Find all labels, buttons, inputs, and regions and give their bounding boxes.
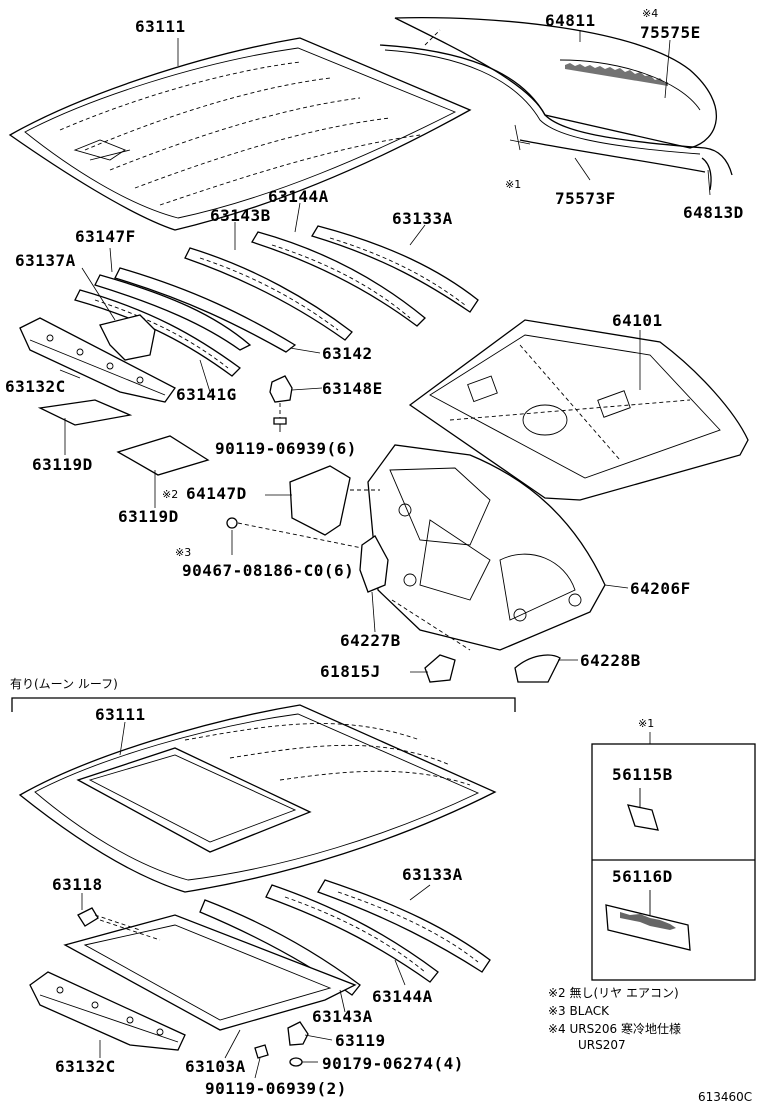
label-63119d-b: 63119D	[118, 507, 179, 526]
leader-lines-top	[59, 30, 711, 673]
label-64101: 64101	[612, 311, 663, 330]
note-4-continued: URS207	[578, 1038, 626, 1052]
emblem-box	[591, 732, 756, 981]
label-63103a: 63103A	[185, 1057, 246, 1076]
label-64206f: 64206F	[630, 579, 691, 598]
front-header-top	[19, 317, 176, 403]
label-63133a-bottom: 63133A	[402, 865, 463, 884]
bracket-63148e	[269, 375, 293, 403]
label-64813d: 64813D	[683, 203, 744, 222]
label-64228b: 64228B	[580, 651, 641, 670]
roof-bows-top	[74, 225, 479, 377]
label-63118: 63118	[52, 875, 103, 894]
label-63132c-bottom: 63132C	[55, 1057, 116, 1076]
label-64227b: 64227B	[340, 631, 401, 650]
label-63143b: 63143B	[210, 206, 271, 225]
label-63111-top: 63111	[135, 17, 186, 36]
label-64147d: 64147D	[186, 484, 247, 503]
bolt-90119-6	[273, 403, 287, 432]
sunroof-housing	[63, 914, 357, 1031]
bracket-64228b	[514, 654, 561, 683]
label-63142: 63142	[322, 344, 373, 363]
bracket-63137a	[99, 314, 156, 361]
label-63144a-top: 63144A	[268, 187, 329, 206]
label-63137a: 63137A	[15, 251, 76, 270]
nut-90179	[289, 1057, 303, 1067]
pad-63119d-a	[37, 399, 133, 426]
clip-63118	[77, 907, 99, 927]
label-63148e: 63148E	[322, 379, 383, 398]
label-63141g: 63141G	[176, 385, 237, 404]
label-note4-mark: ※4	[642, 7, 659, 20]
leader-lines-bottom	[81, 721, 431, 1079]
label-75573f: 75573F	[555, 189, 616, 208]
label-56115b: 56115B	[612, 765, 673, 784]
roof-panel-top	[8, 37, 472, 231]
label-63143a: 63143A	[312, 1007, 373, 1026]
note-2: ※2 無し(リヤ エアコン)	[548, 986, 679, 1000]
plug-61815j	[424, 654, 456, 683]
label-63119: 63119	[335, 1031, 386, 1050]
label-63133a-top: 63133A	[392, 209, 453, 228]
section-bracket	[11, 697, 516, 712]
pad-63119d-b	[116, 435, 210, 476]
label-64811: 64811	[545, 11, 596, 30]
label-note1-mark-box: ※1	[638, 717, 655, 730]
duct-64147d	[289, 465, 351, 536]
section-label-moon-roof: 有り(ムーン ルーフ)	[10, 677, 118, 691]
label-63119d-a: 63119D	[32, 455, 93, 474]
label-63147f: 63147F	[75, 227, 136, 246]
label-61815j: 61815J	[320, 662, 381, 681]
label-63132c-top: 63132C	[5, 377, 66, 396]
label-90119-06939-2: 90119-06939(2)	[205, 1079, 347, 1098]
label-90179-06274: 90179-06274(4)	[322, 1054, 464, 1073]
label-75575e: 75575E	[640, 23, 701, 42]
back-glass	[379, 17, 733, 191]
bolt-90119-2	[254, 1044, 269, 1059]
label-56116d: 56116D	[612, 867, 673, 886]
package-tray	[408, 319, 749, 501]
bracket-63119	[287, 1021, 309, 1046]
label-90119-06939-6: 90119-06939(6)	[215, 439, 357, 458]
label-63144a-bottom: 63144A	[372, 987, 433, 1006]
front-header-bottom	[29, 971, 186, 1051]
diagram-code: 613460C	[698, 1090, 753, 1104]
label-note1-mark-top: ※1	[505, 178, 522, 191]
rear-panel	[367, 444, 606, 651]
label-note2-mark: ※2	[162, 488, 179, 501]
label-63111-bottom: 63111	[95, 705, 146, 724]
label-note3-mark: ※3	[175, 546, 192, 559]
note-4: ※4 URS206 寒冷地仕様	[548, 1022, 681, 1036]
clip-90467	[226, 517, 363, 549]
roof-panel-bottom	[18, 704, 497, 893]
label-90467: 90467-08186-C0(6)	[182, 561, 355, 580]
note-3: ※3 BLACK	[548, 1004, 609, 1018]
brace-64227b	[359, 535, 389, 593]
